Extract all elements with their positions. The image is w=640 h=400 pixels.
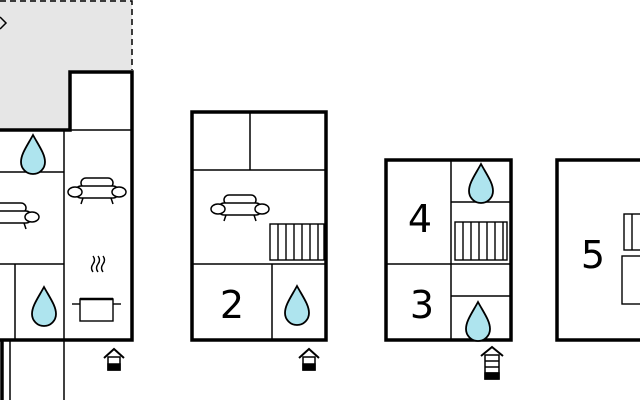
stairs-icon: [454, 221, 508, 261]
sofa-icon: [67, 177, 127, 205]
entrance-icon: [103, 348, 125, 371]
house-1-walls: [0, 70, 134, 400]
room-number-4: 4: [408, 197, 432, 241]
water-drop-icon: [20, 134, 46, 175]
water-drop-icon: [284, 285, 310, 326]
sofa-icon: [0, 202, 40, 230]
room-number-2: 2: [220, 283, 244, 327]
stairs-icon: [269, 223, 325, 261]
arrow-icon: [0, 16, 8, 30]
terrace-area: [0, 0, 133, 130]
room-number-3: 3: [410, 283, 434, 327]
house-1: [0, 70, 134, 400]
sofa-icon: [210, 194, 270, 222]
water-drop-icon: [31, 286, 57, 327]
water-drop-icon: [465, 301, 491, 342]
house-3: 4 3: [384, 158, 513, 380]
room-number-5: 5: [581, 233, 605, 277]
house-2: 2: [190, 110, 328, 371]
entrance-icon: [298, 348, 320, 371]
entrance-icon: [480, 345, 504, 380]
house-4: 5: [555, 158, 640, 342]
stairs-icon: [621, 213, 640, 305]
water-drop-icon: [468, 163, 494, 204]
stove-icon: [72, 255, 121, 322]
